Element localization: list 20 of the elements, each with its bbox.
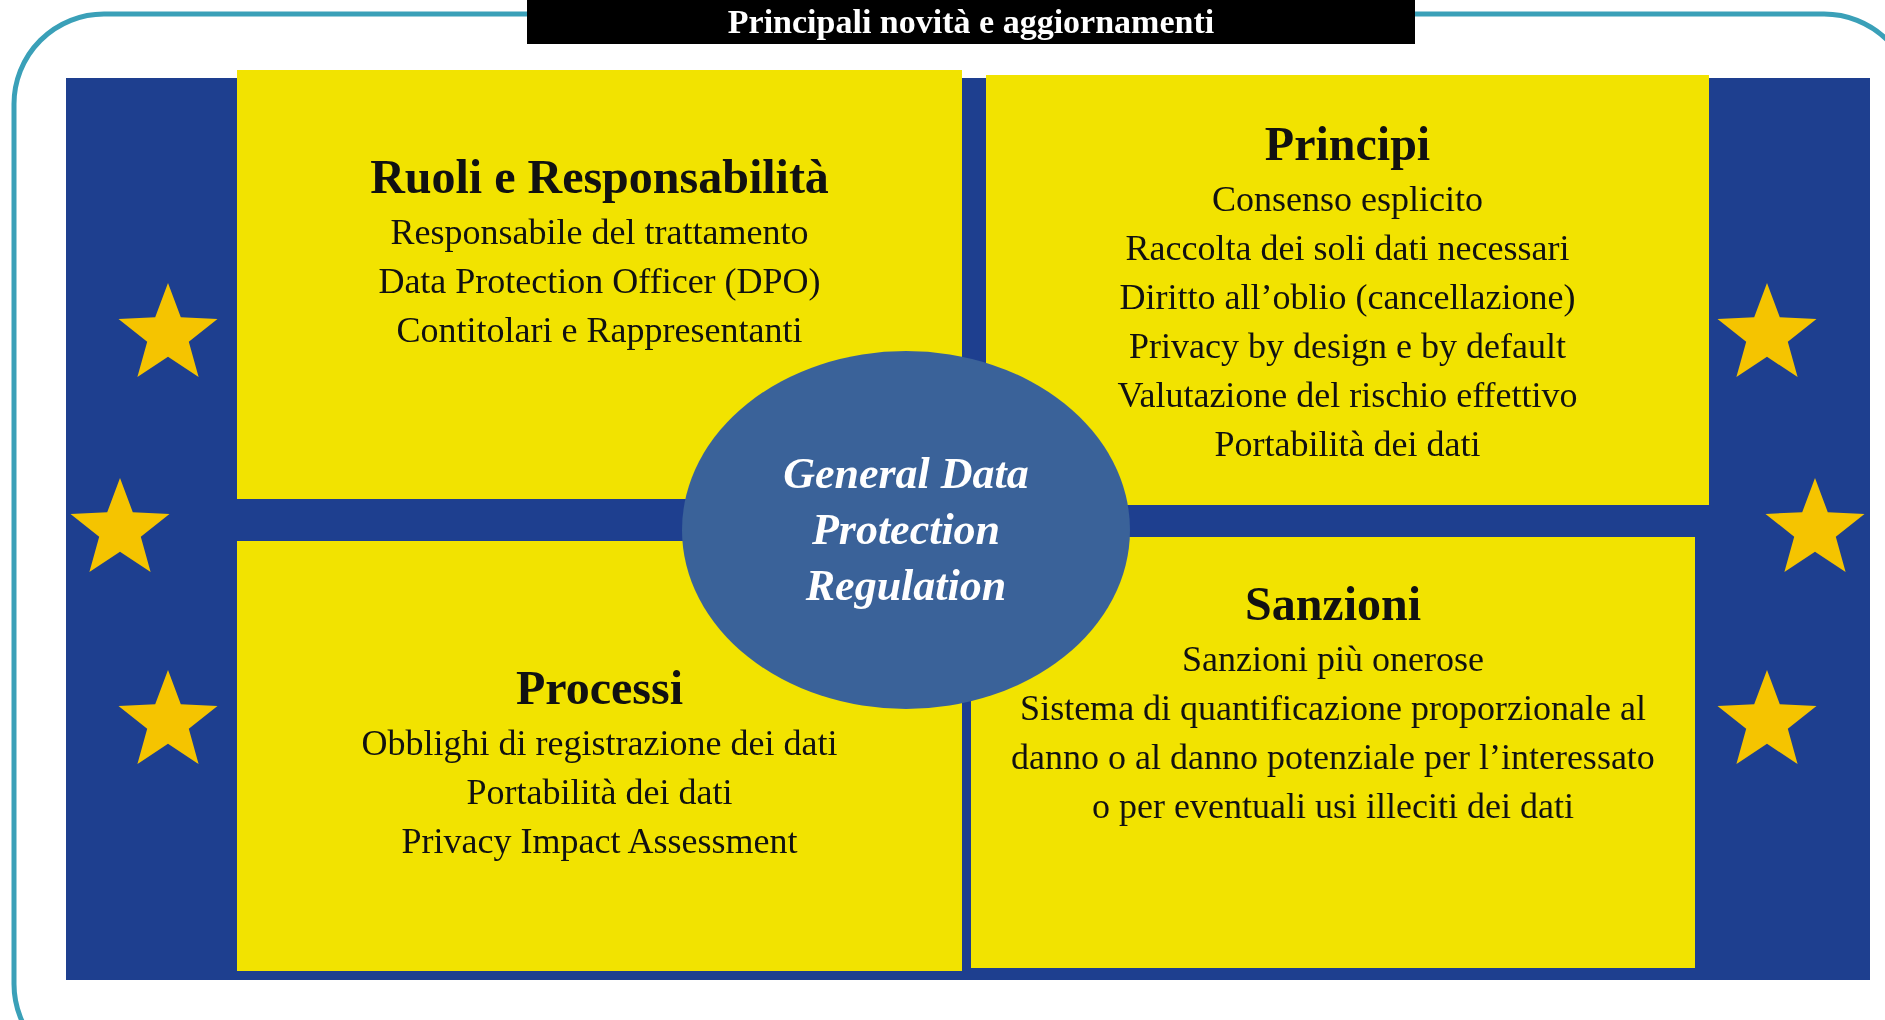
title-banner: Principali novità e aggiornamenti xyxy=(527,0,1415,44)
panel-heading: Principi xyxy=(1264,116,1431,172)
panel-item: Valutazione del rischio effettivo xyxy=(1117,374,1578,417)
panel-item: Raccolta dei soli dati necessari xyxy=(1125,227,1570,270)
panel-item: Contitolari e Rappresentanti xyxy=(396,309,803,352)
panel-item: Responsabile del trattamento xyxy=(390,211,809,254)
center-label: General Data Protection Regulation xyxy=(782,448,1030,612)
panel-heading: Processi xyxy=(515,660,684,716)
panel-item: Privacy by design e by default xyxy=(1129,325,1566,368)
panel-item: Consenso esplicito xyxy=(1212,178,1483,221)
panel-item: Portabilità dei dati xyxy=(466,771,733,814)
panel-item: Privacy Impact Assessment xyxy=(401,820,798,863)
panel-item: Diritto all’oblio (cancellazione) xyxy=(1119,276,1576,319)
panel-item: Sistema di quantificazione proporzionale al danno o al danno potenziale per l’interessato o per eventuali usi illeciti dei dati xyxy=(1011,687,1655,828)
panel-item: Sanzioni più onerose xyxy=(1182,638,1484,681)
panel-item: Portabilità dei dati xyxy=(1214,423,1481,466)
panel-heading: Ruoli e Responsabilità xyxy=(370,149,829,205)
panel-item: Obblighi di registrazione dei dati xyxy=(361,722,838,765)
panel-item: Data Protection Officer (DPO) xyxy=(378,260,821,303)
panel-heading: Sanzioni xyxy=(1244,576,1422,632)
